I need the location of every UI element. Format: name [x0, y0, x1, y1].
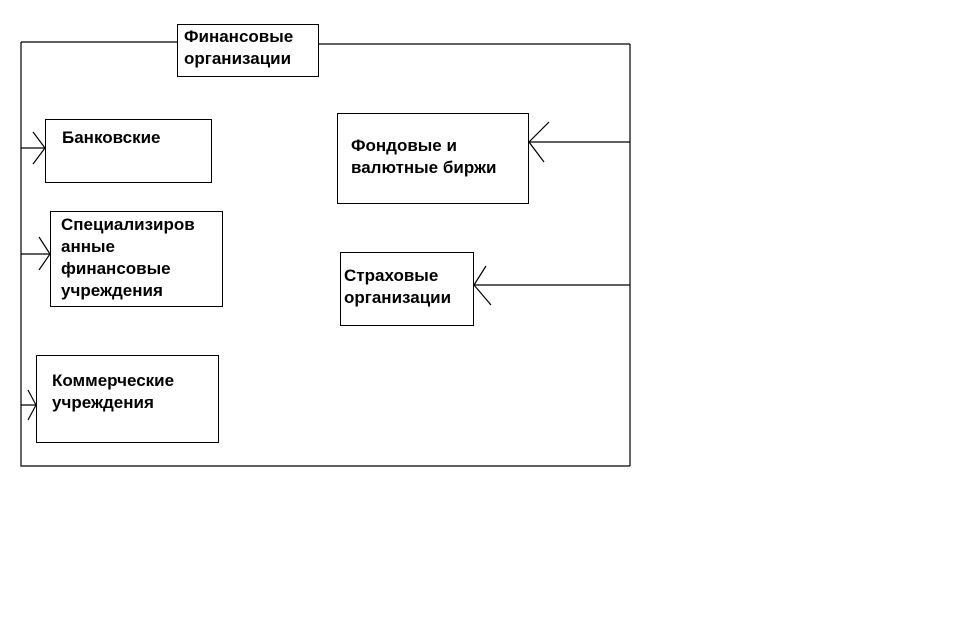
node-insurance-line-1: Страховые	[344, 266, 439, 285]
node-commercial-institutions: Коммерческие учреждения	[36, 355, 219, 443]
node-insurance-organizations: Страховые организации	[340, 252, 474, 326]
arrow-to-special	[21, 236, 51, 271]
node-specialized-financial-institutions: Специализиров анные финансовые учреждени…	[50, 211, 223, 307]
frame-outline	[20, 41, 631, 467]
diagram-title-line-1: Финансовые	[184, 27, 294, 46]
diagram-title-box: Финансовые организации	[177, 24, 319, 77]
node-banking: Банковские	[45, 119, 212, 183]
node-stock-currency-exchanges: Фондовые и валютные биржи	[337, 113, 529, 204]
node-commercial-line-2: учреждения	[52, 393, 154, 412]
node-exchange-line-1: Фондовые и	[351, 136, 457, 155]
arrow-to-commercial	[21, 389, 37, 421]
diagram-title-line-2: организации	[184, 49, 292, 68]
node-commercial-line-1: Коммерческие	[52, 371, 175, 390]
node-specialized-line-1: Специализиров	[61, 215, 195, 234]
node-specialized-line-4: учреждения	[61, 281, 163, 300]
arrow-to-exchange	[528, 121, 630, 163]
node-exchange-line-2: валютные биржи	[351, 158, 497, 177]
node-banking-line-1: Банковские	[62, 128, 161, 147]
node-insurance-line-2: организации	[344, 288, 452, 307]
arrow-to-bank	[21, 131, 46, 165]
node-specialized-line-2: анные	[61, 237, 115, 256]
arrow-to-insurance	[473, 265, 630, 306]
node-specialized-line-3: финансовые	[61, 259, 171, 278]
